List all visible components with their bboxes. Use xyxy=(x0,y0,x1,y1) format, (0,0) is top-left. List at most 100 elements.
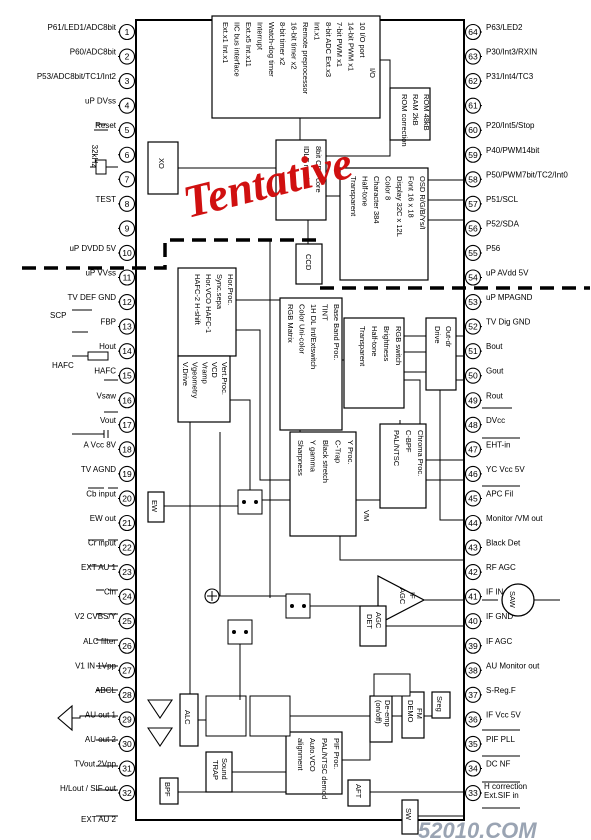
right-pin-label: AU Monitor out xyxy=(486,661,540,670)
right-pin-label: P30/Int3/RXIN xyxy=(486,48,537,57)
left-pin-label: uP VVss xyxy=(85,269,116,278)
io-line: 8-bit timer x2 xyxy=(278,22,287,65)
right-pin-circle xyxy=(464,760,482,777)
left-pin-circle xyxy=(118,490,136,507)
if-agc-label-1: IF xyxy=(408,592,417,599)
left-pin-number: 9 xyxy=(125,223,130,233)
if-agc-block: IF AGC xyxy=(377,575,426,625)
io-line: Watch-dog timer xyxy=(267,22,276,77)
right-pin-number: 64 xyxy=(468,27,478,37)
io-line: Ext.x5 Int.x11 xyxy=(244,22,253,67)
switch-cluster-5 xyxy=(373,673,411,697)
right-pin-number: 63 xyxy=(468,52,478,62)
left-pin-number: 2 xyxy=(125,52,130,62)
right-pin-label: DC NF xyxy=(486,760,511,769)
osd-line: Font 16 x 18 xyxy=(407,176,416,218)
left-pin-circle xyxy=(118,564,136,581)
left-pin-circle xyxy=(118,293,136,311)
deemp-label-2: (on/off) xyxy=(374,700,383,724)
right-pin-number: 50 xyxy=(468,371,478,381)
rgbsw-line: Half-tone xyxy=(370,326,379,356)
left-pin-circle xyxy=(118,220,136,237)
left-pin-label: FBP xyxy=(100,318,116,327)
if-agc-label-2: AGC xyxy=(398,588,407,605)
right-pin-circle xyxy=(464,195,482,212)
io-line: 7-bit PWM x1 xyxy=(335,22,344,67)
left-pin-number: 11 xyxy=(123,273,132,283)
left-pin-number: 25 xyxy=(122,616,132,626)
right-pin-number: 51 xyxy=(468,346,478,356)
right-pin-circle xyxy=(464,539,482,556)
right-pin-number: 58 xyxy=(468,174,478,184)
left-pin-circle xyxy=(118,73,136,90)
right-pin-circle xyxy=(464,392,482,409)
cpu-line: IDLE mode xyxy=(302,146,311,184)
outdrv-line: Drive xyxy=(433,326,442,344)
right-pin-circle xyxy=(464,441,482,458)
io-line: IIC bus interface xyxy=(233,22,242,77)
left-pin-number: 1 xyxy=(125,27,130,37)
left-pin-circle xyxy=(118,146,136,163)
left-pin-circle xyxy=(118,269,136,286)
fm-label: FM xyxy=(415,708,424,719)
left-pin-circle xyxy=(118,195,136,212)
io-line: Remote preprocessor xyxy=(301,22,310,95)
base-line: TINT xyxy=(321,304,330,321)
base-line: 1H DL Int/Extswitch xyxy=(309,304,318,369)
boundary-dashed-line xyxy=(22,238,590,290)
tentative-watermark: Tentative xyxy=(178,137,357,228)
right-pin-label: IF IN xyxy=(486,588,504,597)
right-pin-number: 57 xyxy=(468,199,478,209)
rgbsw-line: Brightness xyxy=(382,326,391,362)
vm-label: VM xyxy=(362,510,371,521)
right-pin-number: 34 xyxy=(468,764,478,774)
hor-line: Hor.Proc. xyxy=(226,274,235,305)
left-pin-label: P61/LED1/ADC8bit xyxy=(48,23,117,32)
io-line: 14-bit PWM x1 xyxy=(347,22,356,71)
right-pin-number: 37 xyxy=(468,690,478,700)
right-pin-circle xyxy=(464,293,482,311)
yproc-line: Y gamma xyxy=(309,440,318,473)
right-pin-circle xyxy=(464,416,482,433)
deemp-label-1: De-emp xyxy=(383,700,392,727)
right-pin-number: 45 xyxy=(468,493,478,503)
right-pin-label: YC Vcc 5V xyxy=(486,465,525,474)
right-pin-circle xyxy=(464,122,482,139)
yproc-line: C-Trap xyxy=(334,440,343,463)
left-pin-number: 4 xyxy=(125,101,130,111)
right-pin-number: 56 xyxy=(468,223,478,233)
au-amp-2 xyxy=(146,727,174,747)
left-pin-circle xyxy=(118,318,136,335)
right-pin-circle xyxy=(464,171,482,188)
right-pin-number: 49 xyxy=(468,395,478,405)
io-line: 8-bit ADC Ext.x3 xyxy=(324,22,333,77)
left-pin-number: 29 xyxy=(122,714,132,724)
io-line: 10 I/O port xyxy=(358,22,367,58)
outdrv-line: Out-dr xyxy=(444,326,453,348)
left-pin-number: 26 xyxy=(122,641,132,651)
left-pin-number: 13 xyxy=(122,322,132,332)
osd-line: Half-tone xyxy=(361,176,370,206)
right-pin-circle xyxy=(464,514,482,532)
left-pin-number: 6 xyxy=(125,150,130,160)
right-pin-number: 46 xyxy=(468,469,478,479)
sreg-block: Sreg xyxy=(431,691,451,719)
right-pin-circle xyxy=(464,613,482,630)
left-pin-number: 32 xyxy=(122,788,132,798)
external-components xyxy=(72,123,560,817)
agc-det-label-1: AGC xyxy=(374,612,383,629)
bpf-label: BPF xyxy=(163,782,172,797)
fm-demo-block: FM DEMO xyxy=(401,691,425,739)
right-pin-label: APC Fil xyxy=(486,489,513,498)
right-pin-label: Ext.SIF in xyxy=(484,791,519,800)
right-pin-number: 36 xyxy=(468,714,478,724)
left-pin-circle xyxy=(118,465,136,482)
chroma-line: PAL/NTSC xyxy=(392,430,401,467)
pif-line: PAL/NTSC demod xyxy=(320,738,329,799)
ew-label: EW xyxy=(150,500,159,513)
io-line: 16-bit timer x2 xyxy=(290,22,299,70)
right-pin-label: H correction xyxy=(484,782,527,791)
